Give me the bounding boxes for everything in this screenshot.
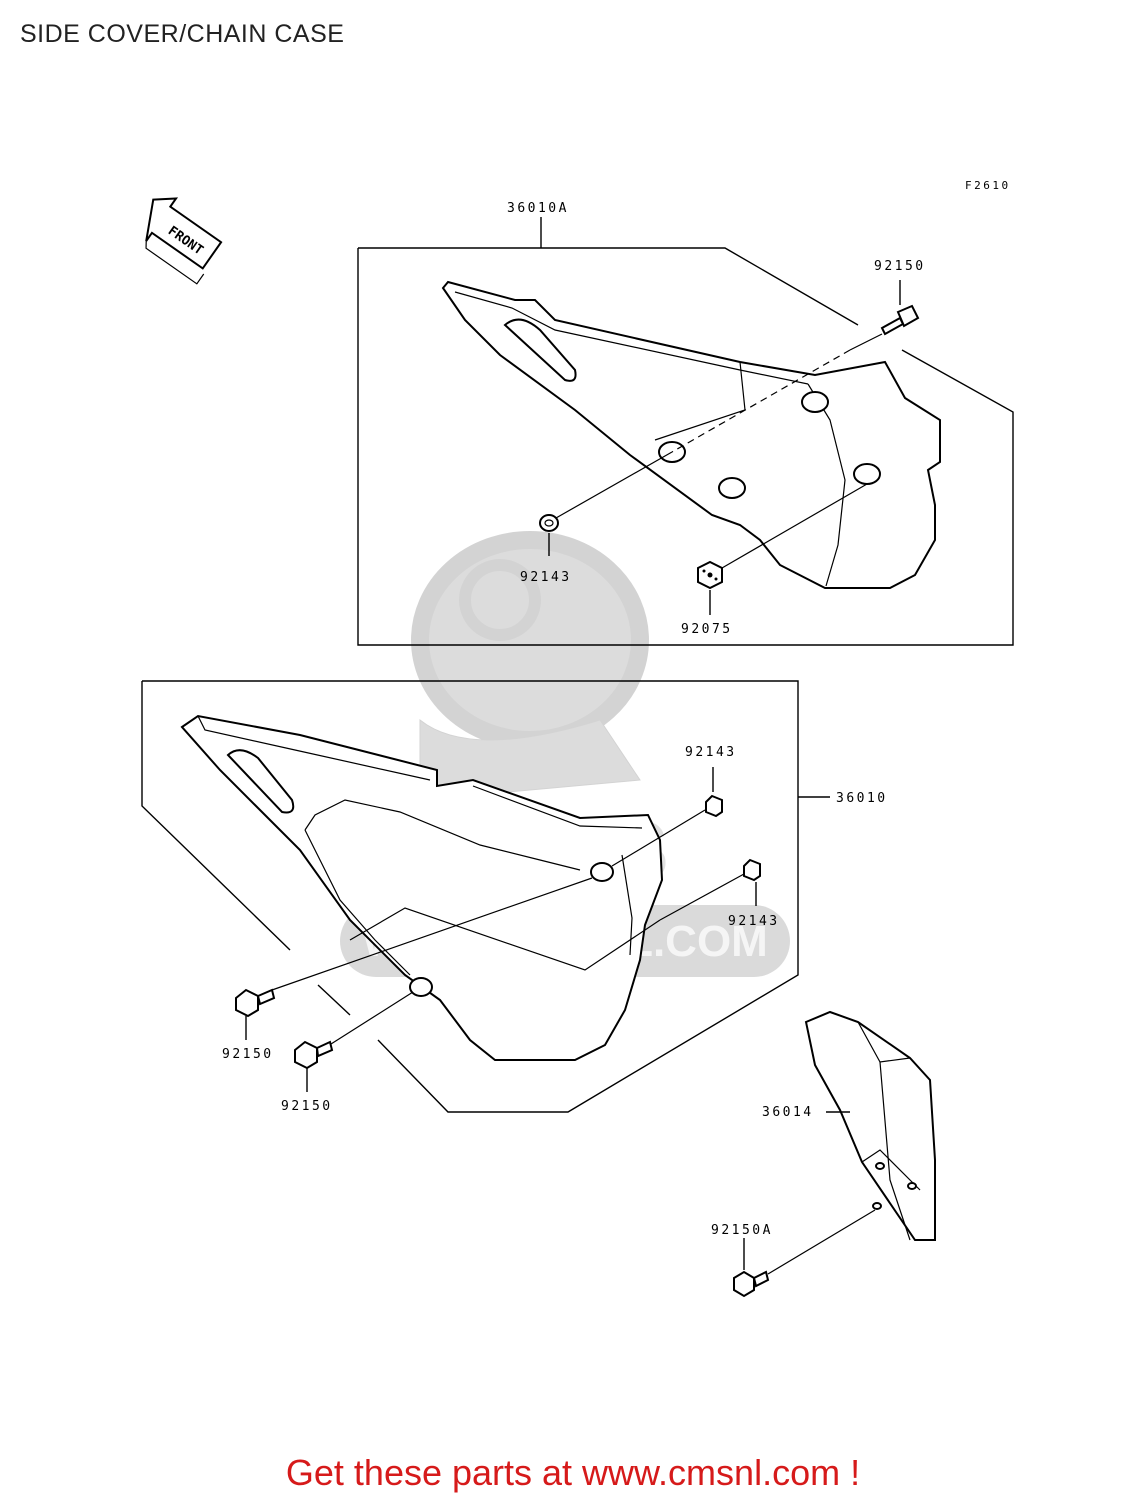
part-label-36010A: 36010A bbox=[507, 201, 569, 216]
bolt-92150-bottom bbox=[294, 991, 414, 1092]
part-label-92150A: 92150A bbox=[711, 1223, 773, 1238]
front-direction-arrow: FRONT bbox=[145, 197, 223, 285]
part-label-36014: 36014 bbox=[762, 1105, 814, 1120]
part-label-92143-top: 92143 bbox=[520, 570, 572, 585]
figure-code: F2610 bbox=[965, 179, 1011, 192]
part-label-92150-top: 92150 bbox=[874, 259, 926, 274]
assembly-box-36010A bbox=[357, 217, 1014, 646]
bolt-92150-top bbox=[849, 280, 920, 351]
part-label-92143-right: 92143 bbox=[728, 914, 780, 929]
grommet-92075 bbox=[697, 483, 868, 615]
exploded-parts-diagram: cms WWW.CMSNL.COM FRONT F2610 36010A bbox=[141, 179, 1014, 1298]
part-label-36010: 36010 bbox=[836, 791, 888, 806]
part-label-92150-bottom: 92150 bbox=[281, 1099, 333, 1114]
side-cover-36010 bbox=[180, 714, 664, 1061]
bolt-92150A bbox=[733, 1209, 876, 1298]
side-cover-36010A bbox=[441, 280, 941, 589]
promo-footer-link[interactable]: Get these parts at www.cmsnl.com ! bbox=[285, 1452, 861, 1493]
page-title: SIDE COVER/CHAIN CASE bbox=[20, 20, 345, 48]
washer-92143-right bbox=[659, 858, 761, 921]
part-label-92150-left: 92150 bbox=[222, 1047, 274, 1062]
assembly-box-36010 bbox=[141, 680, 830, 1113]
bolt-92150-left bbox=[235, 877, 593, 1040]
washer-92143-top bbox=[539, 451, 673, 556]
chain-case-36014 bbox=[804, 1010, 936, 1241]
part-label-92075: 92075 bbox=[681, 622, 733, 637]
part-label-92143-mid: 92143 bbox=[685, 745, 737, 760]
washer-92143-mid bbox=[611, 767, 723, 867]
